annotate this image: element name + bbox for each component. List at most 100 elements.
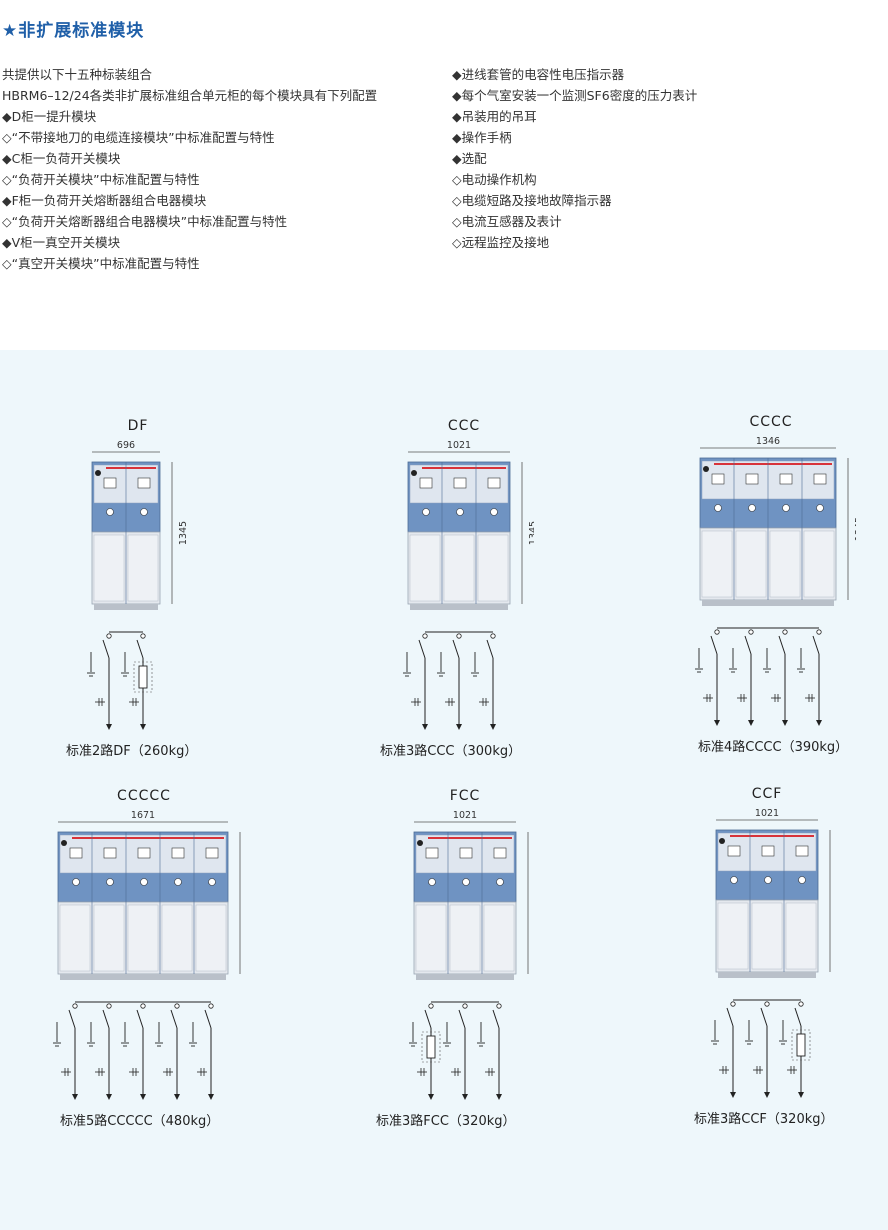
switch-indicator [795, 845, 809, 857]
load-switch-symbol [486, 639, 494, 659]
busbar-indicator [422, 467, 506, 469]
intro-line: ◇“负荷开关熔断器组合电器模块”中标准配置与特性 [2, 214, 288, 229]
load-switch-symbol [170, 1009, 178, 1029]
load-switch-symbol [204, 1009, 212, 1029]
cabinet-door [803, 530, 835, 598]
cabinet-base [410, 604, 508, 610]
cabinet-door [93, 904, 125, 972]
unit-caption: 标准4路CCCC（390kg） [698, 740, 849, 755]
cabinet-door [127, 534, 159, 602]
unit-name: CCF [751, 786, 783, 802]
operating-hole-icon [714, 504, 722, 512]
cable-end-arrow [748, 720, 754, 726]
cable-end-arrow [208, 1094, 214, 1100]
contact-symbol [764, 1001, 770, 1007]
cabinet-door [127, 904, 159, 972]
unit-name: FCC [449, 788, 481, 804]
feature-line: ◇电缆短路及接地故障指示器 [452, 193, 612, 208]
contact-symbol [208, 1003, 214, 1009]
operating-hole-icon [798, 876, 806, 884]
load-switch-symbol [102, 639, 110, 659]
cabinet-base [718, 972, 816, 978]
unit-ccccc: CCCCC 16711345 标准5路CCCCC（480kg） [44, 788, 244, 1133]
cable-end-arrow [174, 1094, 180, 1100]
width-dimension-label: 1021 [755, 808, 779, 819]
width-dimension-label: 1671 [131, 810, 155, 821]
operating-hole-icon [782, 504, 790, 512]
operating-hole-icon [496, 878, 504, 886]
unit-caption: 标准2路DF（260kg） [66, 744, 198, 759]
height-dimension-label: 1345 [178, 521, 189, 545]
switch-indicator [103, 847, 117, 859]
switch-indicator [137, 847, 151, 859]
cable-end-arrow [428, 1094, 434, 1100]
load-switch-symbol [744, 635, 752, 655]
operating-hole-icon [72, 878, 80, 886]
cable-end-arrow [714, 720, 720, 726]
cabinet-door [477, 534, 509, 602]
contact-symbol [456, 633, 462, 639]
operating-hole-icon [456, 508, 464, 516]
switch-indicator [453, 477, 467, 489]
switch-indicator [459, 847, 473, 859]
operating-hole-icon [816, 504, 824, 512]
cabinet-door [415, 904, 447, 972]
fuse-symbol [426, 1035, 436, 1059]
switch-indicator [813, 473, 827, 485]
feature-line: ◇远程监控及接地 [452, 235, 550, 250]
busbar-indicator [714, 463, 832, 465]
load-switch-symbol [102, 1009, 110, 1029]
switch-indicator [745, 473, 759, 485]
contact-symbol [782, 629, 788, 635]
switch-indicator [419, 477, 433, 489]
busbar-indicator [428, 837, 512, 839]
fuse-enclosure [791, 1029, 811, 1061]
intro-line: ◇“真空开关模块”中标准配置与特性 [2, 256, 200, 271]
intro-line: 共提供以下十五种标装组合 [2, 67, 153, 82]
operating-hole-icon [106, 878, 114, 886]
switch-indicator [761, 845, 775, 857]
contact-symbol [496, 1003, 502, 1009]
cable-end-arrow [422, 724, 428, 730]
contact-symbol [140, 1003, 146, 1009]
cabinet-door [717, 902, 749, 970]
feature-line: ◆吊装用的吊耳 [452, 109, 537, 124]
operating-hole-icon [140, 508, 148, 516]
intro-line: ◆D柜一提升模块 [2, 109, 97, 124]
contact-symbol [714, 629, 720, 635]
switch-indicator [137, 477, 151, 489]
contact-symbol [106, 1003, 112, 1009]
unit-name: DF [127, 418, 149, 434]
intro-line: ◆V柜一真空开关模块 [2, 235, 121, 250]
load-switch-symbol [136, 1009, 144, 1029]
contact-symbol [462, 1003, 468, 1009]
contact-symbol [72, 1003, 78, 1009]
unit-caption: 标准3路FCC（320kg） [376, 1114, 516, 1129]
cabinet-door [93, 534, 125, 602]
load-switch-symbol [68, 1009, 76, 1029]
intro-line: ◇“不带接地刀的电缆连接模块”中标准配置与特性 [2, 130, 275, 145]
feature-line: ◇电动操作机构 [452, 172, 537, 187]
cabinet-door [735, 530, 767, 598]
load-switch-symbol [492, 1009, 500, 1029]
width-dimension-label: 696 [117, 440, 135, 451]
cabinet-base [702, 600, 834, 606]
pressure-gauge-icon [411, 470, 417, 476]
operating-hole-icon [428, 878, 436, 886]
cabinet-base [94, 604, 158, 610]
unit-name: CCC [447, 418, 481, 434]
cabinet-door [409, 534, 441, 602]
feature-line: ◆每个气室安装一个监测SF6密度的压力表计 [452, 88, 698, 103]
contact-symbol [816, 629, 822, 635]
switch-indicator [727, 845, 741, 857]
width-dimension-label: 1346 [756, 436, 780, 447]
switch-indicator [711, 473, 725, 485]
cable-end-arrow [798, 1092, 804, 1098]
unit-drawing: 16711345 [53, 810, 241, 1100]
cable-end-arrow [816, 720, 822, 726]
cabinet-door [449, 904, 481, 972]
